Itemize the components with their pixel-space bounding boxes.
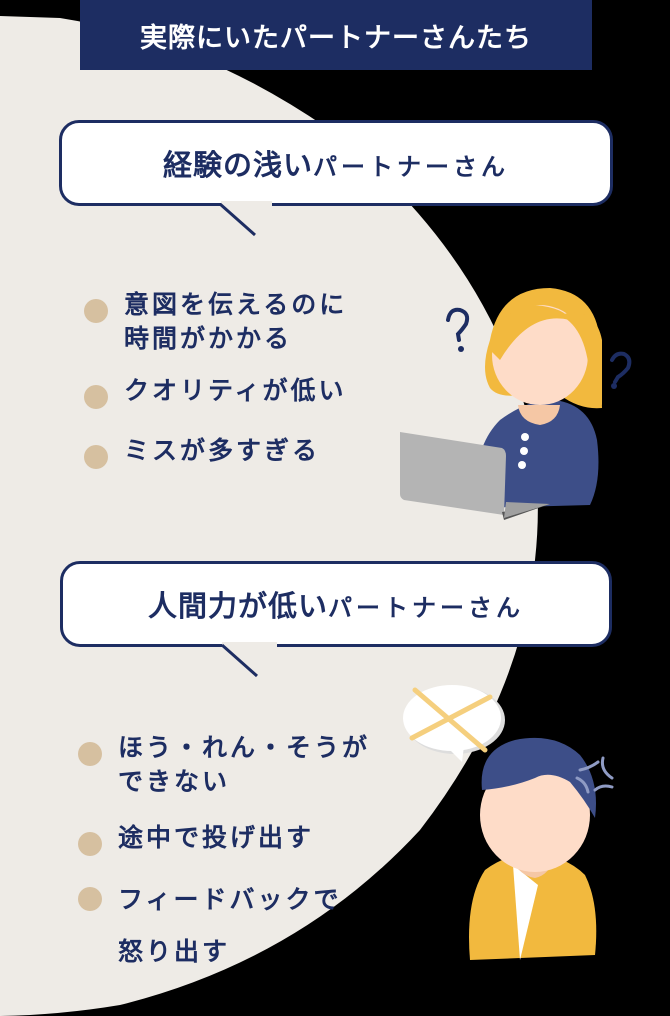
section-1-list: 意図を伝えるのに時間がかかる クオリティが低い ミスが多すぎる [84,288,404,469]
crossed-speech-bubble-icon [403,685,505,762]
section-2-list: ほう・れん・そうができない 途中で投げ出す フィードバックで怒り出す [78,731,398,969]
section-1-title: 経験の浅いパートナーさん [162,148,509,182]
bubble-tail-gap [221,201,272,207]
header-title: 実際にいたパートナーさんたち [140,22,532,54]
bullet-icon [84,445,108,469]
list-item: 意図を伝えるのに時間がかかる [84,288,404,356]
list-item: クオリティが低い [84,374,404,409]
section-2-bubble: 人間力が低いパートナーさん [60,561,612,647]
list-item: ほう・れん・そうができない [78,731,398,799]
angry-man-illustration [403,685,614,960]
bullet-icon [78,832,102,856]
list-item: ミスが多すぎる [84,434,404,469]
question-mark-icon [610,351,632,384]
confused-woman-illustration [400,288,632,520]
bullet-icon [78,887,102,911]
list-item: フィードバックで怒り出す [78,883,398,969]
anger-mark-icon [575,756,614,794]
section-2-title: 人間力が低いパートナーさん [147,589,524,623]
bullet-icon [84,299,108,323]
laptop-icon [400,432,506,515]
bubble-tail-gap [222,642,277,648]
list-item: 途中で投げ出す [78,821,398,856]
bullet-icon [84,385,108,409]
header-bar: 実際にいたパートナーさんたち [80,0,592,70]
question-mark-icon [446,307,470,342]
bullet-icon [78,742,102,766]
section-1-bubble: 経験の浅いパートナーさん [59,120,613,206]
